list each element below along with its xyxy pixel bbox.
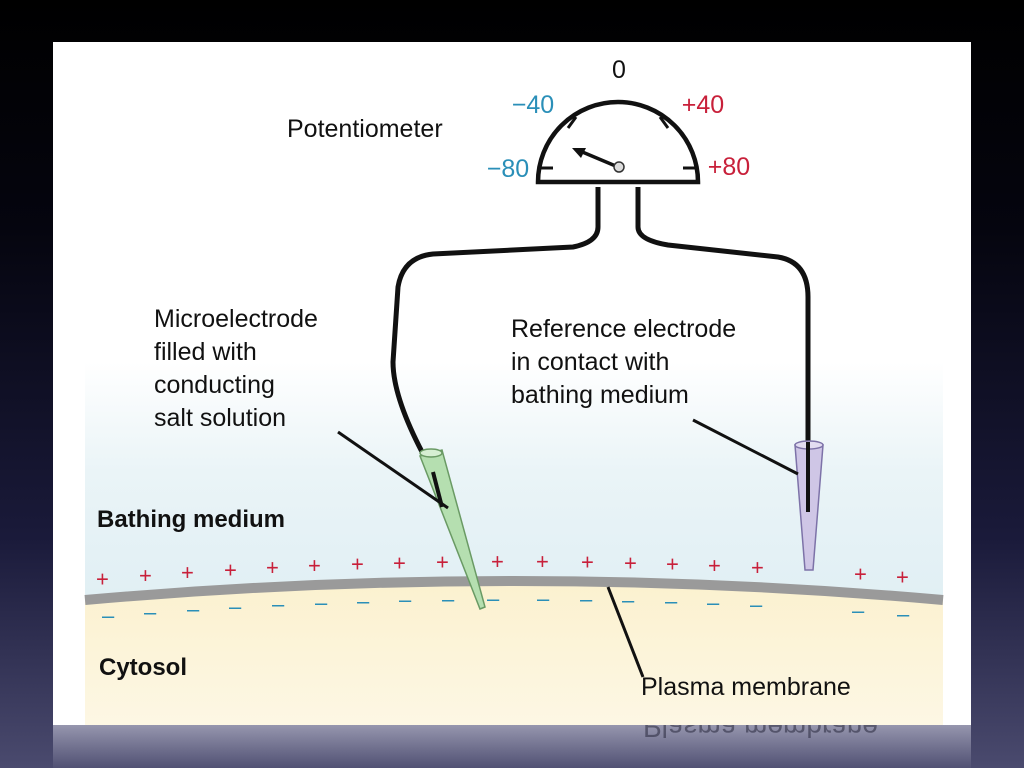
microelectrode-leader: [337, 430, 449, 510]
positive-charge-sign: +: [393, 550, 406, 575]
negative-charge-sign: –: [580, 587, 593, 612]
plasma-membrane-label: Plasma membrane: [641, 673, 851, 701]
cytosol-region: [85, 581, 943, 725]
microelectrode-label-line: filled with: [154, 338, 257, 366]
meter-neg40-label: −40: [512, 91, 554, 119]
microelectrode-label-line: conducting: [154, 371, 275, 399]
positive-charges: + + + + + + + + + + + + + + + + + +: [96, 549, 909, 591]
positive-charge-sign: +: [854, 561, 867, 586]
negative-charge-sign: –: [315, 590, 328, 615]
positive-charge-sign: +: [96, 566, 109, 591]
negative-charges: ––––––––––––––––––: [102, 586, 910, 628]
cytosol-label: Cytosol: [99, 654, 187, 681]
negative-charge-sign: –: [852, 598, 865, 623]
negative-charge-sign: –: [229, 594, 242, 619]
negative-charge-sign: –: [665, 589, 678, 614]
reference-leader: [692, 418, 799, 476]
potentiometer-label: Potentiometer: [287, 115, 443, 143]
positive-charge-sign: +: [666, 552, 679, 577]
reference-electrode: [794, 440, 824, 571]
reference-label-line: bathing medium: [511, 381, 689, 409]
negative-charge-sign: –: [622, 587, 635, 612]
positive-charge-sign: +: [308, 553, 321, 578]
reference-label: Reference electrode in contact with bath…: [511, 315, 736, 409]
left-wire: [390, 187, 601, 474]
positive-charge-sign: +: [351, 552, 364, 577]
positive-charge-sign: +: [708, 553, 721, 578]
microelectrode-label-line: Microelectrode: [154, 305, 318, 333]
negative-charge-sign: –: [102, 603, 115, 628]
positive-charge-sign: +: [266, 555, 279, 580]
positive-charge-sign: +: [581, 550, 594, 575]
positive-charge-sign: +: [896, 565, 909, 590]
negative-charge-sign: –: [357, 588, 370, 613]
positive-charge-sign: +: [224, 557, 237, 582]
positive-charge-sign: +: [536, 549, 549, 574]
bathing-medium-label: Bathing medium: [97, 506, 285, 533]
diagram: + + + + + + + + + + + + + + + + + + – – – – – – – – – – – – – – – – – –: [84, 56, 944, 725]
negative-charge-sign: –: [487, 586, 500, 611]
reference-label-line: in contact with: [511, 348, 669, 376]
slide-reflection: Plasma membrane: [53, 725, 971, 768]
negative-charge-sign: –: [272, 592, 285, 617]
negative-charge-sign: –: [707, 590, 720, 615]
meter-zero-label: 0: [612, 56, 626, 84]
negative-charge-sign: –: [750, 592, 763, 617]
reference-label-line: Reference electrode: [511, 315, 736, 343]
microelectrode-label: Microelectrode filled with conducting sa…: [154, 305, 318, 432]
slide: + + + + + + + + + + + + + + + + + + – – – – – – – – – – – – – – – – – –: [53, 42, 971, 725]
negative-charge-sign: –: [187, 597, 200, 622]
negative-charge-sign: –: [442, 586, 455, 611]
meter-neg80-label: −80: [487, 155, 529, 183]
positive-charge-sign: +: [624, 550, 637, 575]
positive-charge-sign: +: [181, 560, 194, 585]
positive-charge-sign: +: [491, 549, 504, 574]
positive-charge-sign: +: [751, 555, 764, 580]
potentiometer: [535, 99, 701, 185]
plasma-membrane: [84, 576, 944, 605]
meter-pos40-label: +40: [682, 91, 724, 119]
positive-charge-sign: +: [139, 563, 152, 588]
right-wire: [635, 187, 811, 447]
membrane-leader: [606, 586, 645, 678]
reflection-text: Plasma membrane: [643, 725, 878, 743]
negative-charge-sign: –: [897, 602, 910, 627]
meter-pos80-label: +80: [708, 153, 750, 181]
negative-charge-sign: –: [399, 587, 412, 612]
negative-charge-sign: –: [144, 600, 157, 625]
negative-charge-sign: –: [537, 586, 550, 611]
positive-charge-sign: +: [436, 550, 449, 575]
microelectrode-label-line: salt solution: [154, 404, 286, 432]
